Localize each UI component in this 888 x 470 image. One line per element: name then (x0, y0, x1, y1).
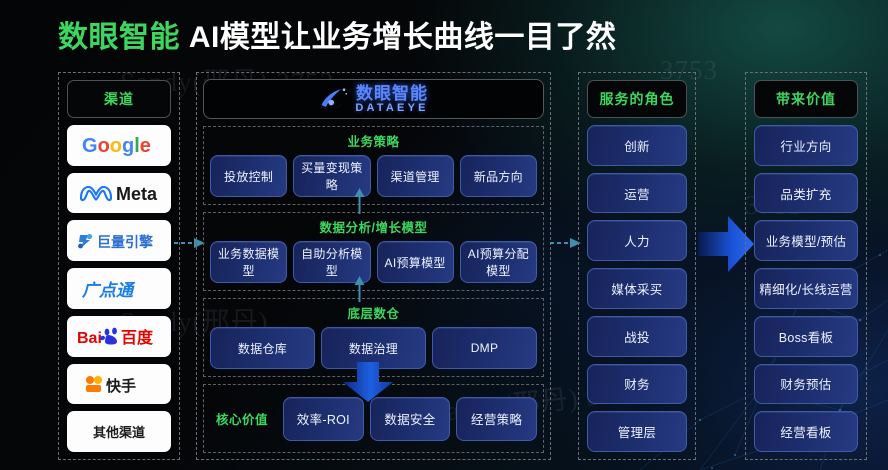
svg-text:Google: Google (82, 135, 151, 156)
section-title: 数据分析/增长模型 (319, 221, 428, 235)
channels-column: 渠道 Google Meta 巨量引擎 广点通 Bai (58, 72, 180, 460)
role-item-5[interactable]: 财务 (587, 363, 687, 405)
section-items-row: 数据仓库 数据治理 DMP (210, 327, 537, 369)
strategy-item-2[interactable]: 渠道管理 (376, 155, 454, 197)
channels-header: 渠道 (67, 80, 171, 118)
page-title-brand: 数眼智能 (58, 21, 180, 54)
channel-item-meta[interactable]: Meta (67, 172, 171, 214)
channel-item-google[interactable]: Google (67, 125, 171, 166)
role-item-0[interactable]: 创新 (587, 125, 687, 166)
role-item-4[interactable]: 战投 (587, 315, 687, 357)
meta-logo-icon: Meta (79, 184, 158, 204)
section-title: 业务策略 (347, 135, 400, 149)
svg-text:Bai: Bai (77, 330, 102, 346)
flow-arrow-down-to-core-value (343, 362, 393, 402)
platform-center-column: 数眼智能 DATAEYE 业务策略 投放控制 买量变现策略 渠道管理 新品方向 … (196, 72, 551, 460)
flow-arrow-roles-to-values (698, 216, 754, 272)
strategy-item-0[interactable]: 投放控制 (210, 155, 288, 197)
warehouse-item-2[interactable]: DMP (432, 327, 537, 369)
svg-text:百度: 百度 (121, 328, 154, 346)
section-items-row: 投放控制 买量变现策略 渠道管理 新品方向 (210, 155, 537, 197)
page-title: 数眼智能 AI模型让业务增长曲线一目了然 (58, 12, 616, 56)
analytics-item-3[interactable]: AI预算分配模型 (459, 241, 537, 283)
analytics-item-1[interactable]: 自助分析模型 (293, 241, 371, 283)
core-value-item-1[interactable]: 数据安全 (369, 396, 451, 441)
role-item-3[interactable]: 媒体采买 (587, 268, 687, 309)
value-item-2[interactable]: 业务模型/预估 (754, 220, 858, 262)
roles-header: 服务的角色 (587, 80, 687, 118)
value-item-5[interactable]: 财务预估 (754, 363, 858, 405)
baidu-logo-icon: Bai 百度 (77, 327, 154, 346)
warehouse-item-0[interactable]: 数据仓库 (210, 327, 315, 369)
value-item-3[interactable]: 精细化/长线运营 (754, 268, 858, 309)
role-item-1[interactable]: 运营 (587, 172, 687, 214)
values-header: 带来价值 (754, 80, 858, 118)
section-data-warehouse: 底层数仓 数据仓库 数据治理 DMP (203, 298, 544, 377)
flow-arrow-up-analytics-to-strategy (354, 188, 365, 214)
value-item-4[interactable]: Boss看板 (754, 315, 858, 357)
value-item-0[interactable]: 行业方向 (754, 125, 858, 166)
channel-item-juliang[interactable]: 巨量引擎 (67, 220, 171, 262)
analytics-item-2[interactable]: AI预算模型 (376, 241, 454, 283)
section-items-row: 业务数据模型 自助分析模型 AI预算模型 AI预算分配模型 (210, 241, 537, 283)
page-title-rest: AI模型让业务增长曲线一目了然 (188, 21, 617, 54)
strategy-item-3[interactable]: 新品方向 (459, 155, 537, 197)
role-item-6[interactable]: 管理层 (587, 411, 687, 453)
analytics-item-0[interactable]: 业务数据模型 (210, 241, 288, 283)
core-value-item-0[interactable]: 效率-ROI (283, 396, 364, 441)
section-analytics-growth-model: 数据分析/增长模型 业务数据模型 自助分析模型 AI预算模型 AI预算分配模型 (203, 212, 544, 291)
section-title: 底层数仓 (347, 307, 400, 321)
google-logo-icon: Google (82, 135, 151, 156)
channel-item-guangdiantong[interactable]: 广点通 (67, 268, 171, 309)
kuaishou-logo-icon: 快手 (86, 375, 136, 394)
svg-text:Meta: Meta (116, 184, 158, 204)
juliang-logo-icon: 巨量引擎 (78, 233, 153, 250)
strategy-item-1[interactable]: 买量变现策略 (293, 155, 371, 197)
guangdiantong-logo-icon: 广点通 (82, 281, 136, 299)
roles-column: 服务的角色 创新 运营 人力 媒体采买 战投 财务 管理层 (578, 72, 696, 460)
dataeye-logo-box: 数眼智能 DATAEYE (203, 79, 544, 119)
section-core-value: 核心价值 效率-ROI 数据安全 经营策略 (203, 384, 544, 453)
channel-item-baidu[interactable]: Bai 百度 (67, 315, 171, 357)
channel-item-kuaishou[interactable]: 快手 (67, 363, 171, 405)
svg-text:巨量引擎: 巨量引擎 (97, 234, 153, 250)
value-item-1[interactable]: 品类扩充 (754, 172, 858, 214)
core-value-label: 核心价值 (216, 413, 269, 427)
values-column: 带来价值 行业方向 品类扩充 业务模型/预估 精细化/长线运营 Boss看板 财… (745, 72, 867, 460)
channel-item-other[interactable]: 其他渠道 (67, 411, 171, 453)
role-item-2[interactable]: 人力 (587, 220, 687, 262)
flow-arrow-up-warehouse-to-analytics (354, 276, 365, 302)
logo-chinese-name: 数眼智能 (356, 83, 428, 103)
dataeye-logo-text: 数眼智能 DATAEYE (355, 85, 428, 114)
svg-text:快手: 快手 (106, 377, 136, 394)
logo-english-name: DATAEYE (355, 101, 429, 114)
section-business-strategy: 业务策略 投放控制 买量变现策略 渠道管理 新品方向 (203, 126, 544, 205)
value-item-6[interactable]: 经营看板 (754, 411, 858, 453)
core-value-item-2[interactable]: 经营策略 (456, 396, 537, 441)
dataeye-eye-logo-icon (320, 88, 348, 109)
flow-arrow-center-to-roles (550, 238, 581, 248)
svg-text:广点通: 广点通 (82, 281, 136, 299)
